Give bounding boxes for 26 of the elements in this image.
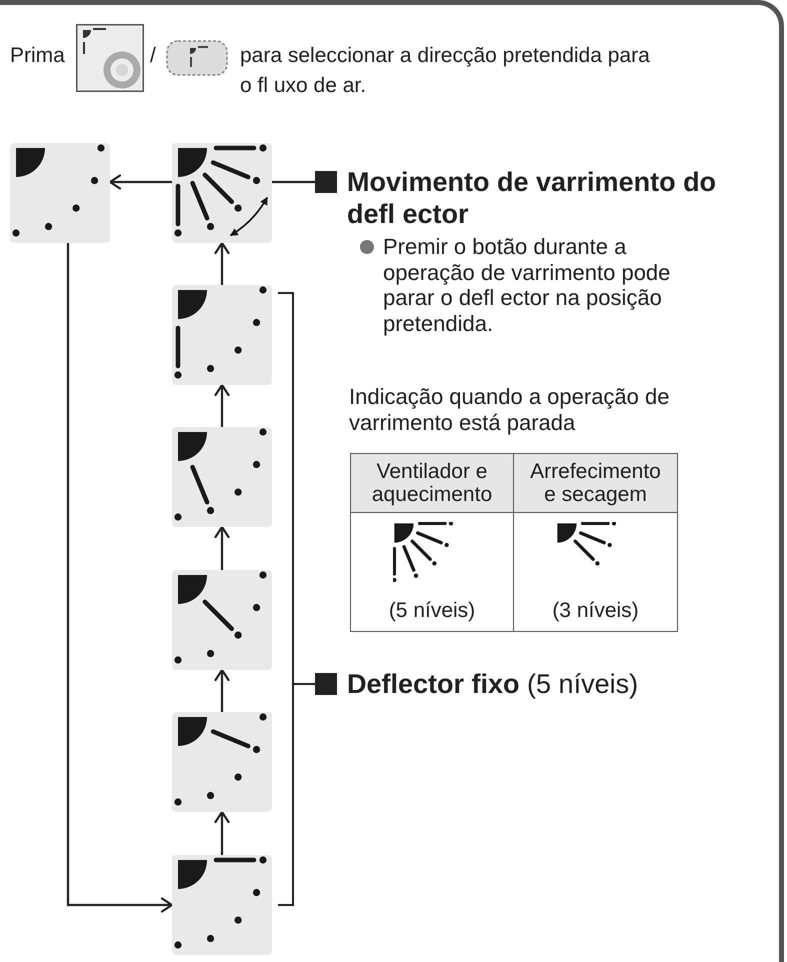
- separator-text: /: [150, 43, 156, 69]
- column-header: Arrefecimento e secagem: [514, 454, 678, 512]
- deflector-icon: [172, 712, 272, 812]
- column-header: Ventilador e aquecimento: [350, 454, 514, 512]
- level-text: (5 níveis): [388, 599, 476, 623]
- level-text: (3 níveis): [551, 599, 640, 623]
- note-text: Premir o botão durante a operação de varrimento pode parar o defl ector na posição pretendida.: [383, 234, 672, 336]
- instruction-text: para seleccionar a direcção pretendida para o fl uxo de ar.: [240, 43, 651, 99]
- arrow: [214, 810, 230, 855]
- leader-line: [272, 180, 315, 184]
- note-text: Indicação quando a operação de varrimento está parada: [349, 384, 670, 435]
- arrow: [214, 526, 230, 570]
- deflector-icon: [10, 143, 110, 243]
- section-heading: Movimento de varrimento do defl ector: [347, 166, 718, 230]
- section-heading: Deflector fixo (5 níveis): [347, 668, 638, 700]
- arrow: [108, 174, 172, 190]
- arrow: [66, 243, 174, 913]
- arrow: [214, 668, 230, 712]
- deflector-swing-icon: [172, 143, 272, 243]
- arrow: [214, 384, 230, 427]
- instruction-text: Prima: [10, 43, 65, 69]
- deflector-icon: [172, 855, 272, 955]
- arrow: [214, 242, 230, 285]
- deflector-icon: [172, 285, 272, 385]
- deflector-icon: [172, 427, 272, 527]
- deflector-icon: [172, 570, 272, 670]
